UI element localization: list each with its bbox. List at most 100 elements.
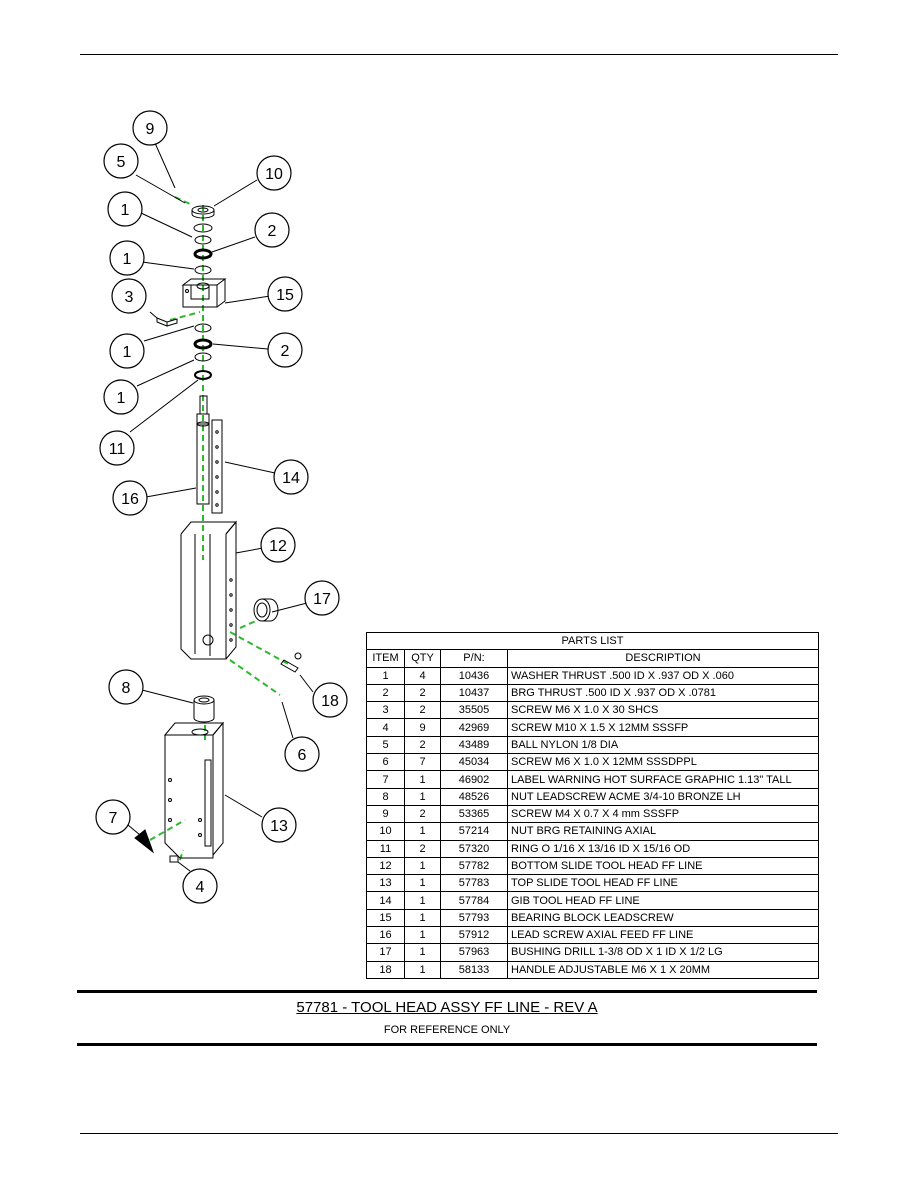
balloon-circle	[182, 868, 218, 904]
description-cell: LEAD SCREW AXIAL FEED FF LINE	[507, 926, 819, 945]
thrust-bearing-part	[193, 248, 213, 260]
col-item-header: ITEM	[366, 649, 405, 668]
item-cell: 9	[366, 804, 405, 824]
part-number-cell: 58133	[440, 960, 508, 979]
description-cell: RING O 1/16 X 13/16 ID X 15/16 OD	[507, 839, 819, 858]
description-cell: SCREW M6 X 1.0 X 30 SHCS	[507, 701, 819, 720]
balloon-label: 15	[276, 287, 294, 304]
qty-cell: 1	[404, 874, 441, 893]
qty-cell: 4	[404, 666, 441, 685]
part-number-cell: 57782	[440, 856, 508, 876]
balloon-circle	[99, 430, 135, 466]
qty-cell: 1	[404, 822, 441, 841]
description-cell: WASHER THRUST .500 ID X .937 OD X .060	[507, 666, 819, 685]
part-number-cell: 10436	[440, 666, 508, 685]
warning-label-part	[134, 829, 155, 854]
part-number-cell: 48526	[440, 787, 508, 806]
balloon-circle	[109, 240, 145, 276]
qty-cell: 1	[404, 926, 441, 945]
lead-screw-part	[196, 395, 210, 505]
description-cell: GIB TOOL HEAD FF LINE	[507, 891, 819, 910]
parts-list-title: PARTS LIST	[366, 631, 819, 651]
description-cell: NUT LEADSCREW ACME 3/4-10 BRONZE LH	[507, 787, 819, 806]
gib-part	[211, 419, 223, 514]
leader-lines	[127, 142, 314, 872]
item-cell: 3	[366, 701, 405, 720]
description-cell: HANDLE ADJUSTABLE M6 X 1 X 20MM	[507, 960, 819, 979]
item-cell: 10	[366, 822, 405, 841]
drawing-subtitle: FOR REFERENCE ONLY	[383, 1024, 511, 1036]
item-cell: 4	[366, 718, 405, 737]
qty-cell: 1	[404, 908, 441, 928]
qty-cell: 1	[404, 787, 441, 806]
washer-part	[194, 265, 212, 275]
description-cell: NUT BRG RETAINING AXIAL	[507, 822, 819, 841]
part-number-cell: 57783	[440, 874, 508, 893]
balloon-circle	[95, 799, 131, 835]
qty-cell: 7	[404, 753, 441, 772]
balloon-circle	[261, 807, 297, 843]
qty-cell: 1	[404, 856, 441, 876]
adjustable-handle-part	[280, 652, 302, 673]
drawing-title: 57781 - TOOL HEAD ASSY FF LINE - REV A	[296, 999, 598, 1016]
item-cell: 5	[366, 735, 405, 755]
balloon-circle	[112, 480, 148, 516]
part-number-cell: 46902	[440, 770, 508, 789]
balloon-label: 1	[123, 344, 132, 361]
item-cell: 8	[366, 787, 405, 806]
balloon-label: 1	[117, 390, 126, 407]
balloon-circle	[103, 379, 139, 415]
item-cell: 18	[366, 960, 405, 979]
qty-cell: 2	[404, 804, 441, 824]
qty-cell: 2	[404, 683, 441, 703]
qty-cell: 2	[404, 735, 441, 755]
description-cell: TOP SLIDE TOOL HEAD FF LINE	[507, 874, 819, 893]
balloon-label: 2	[281, 343, 290, 360]
balloon-circle	[273, 459, 309, 495]
balloon-circle	[312, 682, 348, 718]
top-slide-part	[163, 721, 225, 859]
qty-cell: 1	[404, 891, 441, 910]
qty-cell: 2	[404, 701, 441, 720]
balloon-circle	[108, 669, 144, 705]
part-number-cell: 53365	[440, 804, 508, 824]
balloon-circle	[109, 333, 145, 369]
description-cell: BRG THRUST .500 ID X .937 OD X .0781	[507, 683, 819, 703]
qty-cell: 2	[404, 839, 441, 858]
balloon-label: 8	[122, 680, 131, 697]
item-cell: 7	[366, 770, 405, 789]
qty-cell: 9	[404, 718, 441, 737]
description-cell: SCREW M6 X 1.0 X 12MM SSSDPPL	[507, 753, 819, 772]
balloon-label: 2	[268, 223, 277, 240]
part-number-cell: 57784	[440, 891, 508, 910]
washer-part	[194, 352, 212, 362]
bearing-block-part	[181, 278, 227, 308]
o-ring-part	[194, 370, 212, 380]
item-cell: 1	[366, 666, 405, 685]
item-cell: 14	[366, 891, 405, 910]
balloon-label: 1	[123, 251, 132, 268]
part-number-cell: 42969	[440, 718, 508, 737]
description-cell: BEARING BLOCK LEADSCREW	[507, 908, 819, 928]
top-rule	[80, 54, 838, 55]
balloon-label: 14	[282, 470, 300, 487]
qty-cell: 1	[404, 960, 441, 979]
part-number-cell: 57214	[440, 822, 508, 841]
balloon-label: 12	[269, 538, 287, 555]
item-cell: 15	[366, 908, 405, 928]
part-number-cell: 57912	[440, 926, 508, 945]
